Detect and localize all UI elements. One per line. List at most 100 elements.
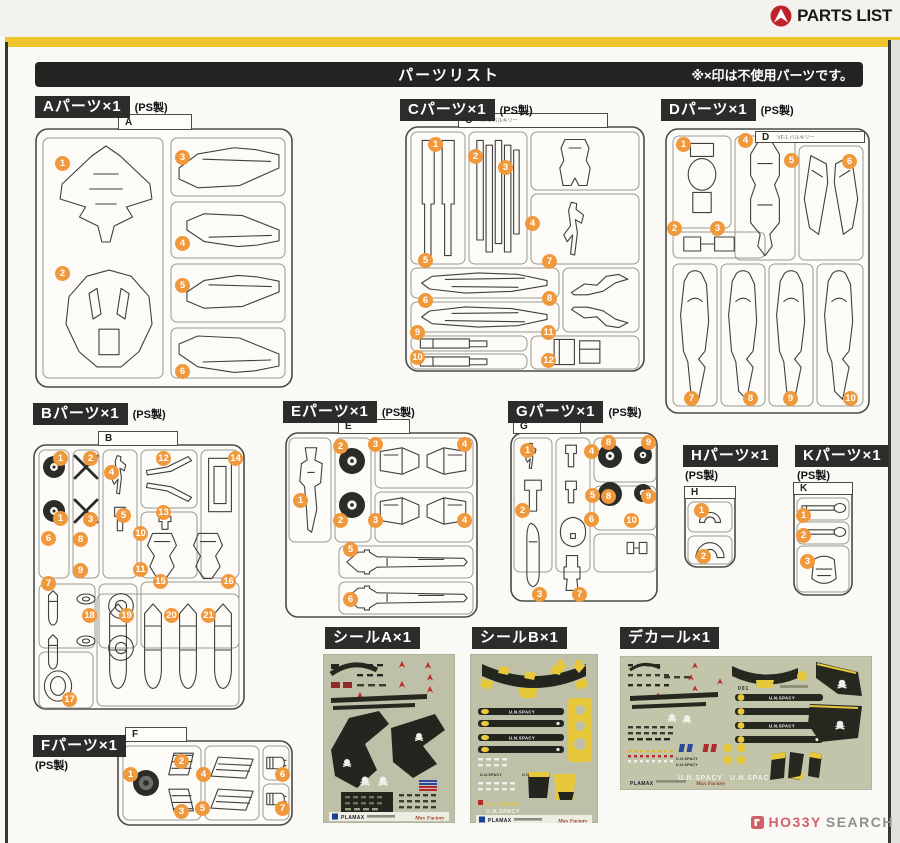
part-shape-slatPara (169, 789, 194, 811)
part-number-badge: 3 (368, 437, 383, 452)
sprue-letter-tab-A: A (118, 114, 192, 130)
section-label-H: Hパーツ×1 (PS製) (683, 445, 778, 482)
sprue-cell (200, 449, 240, 579)
sprue-cell (102, 449, 138, 579)
sprue-cell (798, 145, 864, 261)
part-number-badge: 7 (684, 391, 699, 406)
page-edge-left (5, 42, 8, 843)
part-number-badge: 4 (738, 133, 753, 148)
sheet-label-sealB: シールB×1 (472, 627, 567, 649)
tire-part (598, 444, 622, 468)
part-number-badge: 4 (457, 437, 472, 452)
material-note: (PS製) (381, 407, 415, 419)
part-number-badge: 1 (293, 493, 308, 508)
part-number-badge: 6 (584, 512, 599, 527)
section-title: Fパーツ×1 (33, 735, 126, 757)
part-number-badge: 19 (119, 608, 134, 623)
part-number-badge: 2 (83, 451, 98, 466)
part-number-badge: 8 (743, 391, 758, 406)
part-number-badge: 3 (368, 513, 383, 528)
part-number-badge: 6 (175, 364, 190, 379)
part-shape-frameRect (209, 458, 232, 511)
part-number-badge: 4 (104, 465, 119, 480)
part-number-badge: 5 (195, 801, 210, 816)
part-number-badge: 15 (153, 574, 168, 589)
sprue-cell (374, 437, 474, 489)
part-shape-gunpod (300, 448, 322, 532)
sprue-cell (204, 745, 260, 821)
sprue-cell (38, 651, 94, 709)
unused-parts-note: ※×印は不使用パーツです。 (691, 68, 853, 83)
unspacy-large-text: U.N.SPACY (730, 775, 775, 782)
section-label-G: Gパーツ×1 (PS製) (508, 401, 641, 423)
sprue-letter: G (520, 421, 528, 432)
part-number-badge: 1 (53, 451, 68, 466)
unspacy-strip-text: U.N.SPACY (509, 735, 535, 740)
unspacy-strip-text: U.N.SPACY (509, 709, 535, 714)
top-margin: PARTS LIST (0, 0, 900, 37)
part-number-badge: 20 (164, 608, 179, 623)
part-shape-tankHalf (380, 448, 419, 474)
part-shape-missileFin (347, 550, 467, 574)
part-shape-angPiece (146, 483, 191, 501)
section-title: Bパーツ×1 (33, 403, 128, 425)
part-shape-slatWide (211, 757, 253, 778)
sprue-cell (816, 263, 864, 407)
sprue-cell (530, 131, 640, 191)
unspacy-yellow-text: U.N.SPACY (486, 802, 520, 808)
section-title: Gパーツ×1 (508, 401, 604, 423)
sprue-letter-tab-K: K (793, 482, 853, 495)
part-number-badge: 1 (694, 503, 709, 518)
part-number-badge: 9 (641, 489, 656, 504)
part-shape-slatWide (211, 789, 253, 810)
modex-number-text: 001 (738, 686, 749, 692)
sprue-cell (96, 593, 240, 707)
unspacy-small-text: U.N.SPACY (676, 763, 698, 767)
part-number-badge: 6 (842, 154, 857, 169)
part-shape-helmet (812, 556, 836, 583)
sprue-cell (410, 335, 528, 352)
part-number-badge: 2 (696, 549, 711, 564)
part-shape-missileV (49, 635, 58, 669)
part-shape-hoop (44, 671, 71, 701)
part-number-badge: 8 (73, 532, 88, 547)
material-note: (PS製) (608, 407, 642, 419)
sprue-letter: F (132, 729, 139, 740)
part-number-badge: 11 (133, 562, 148, 577)
section-label-C: Cパーツ×1(PS製) (400, 99, 533, 121)
maxfactory-script-logo: Max Factory (557, 819, 588, 824)
material-note: (PS製) (685, 470, 718, 482)
part-number-badge: 2 (174, 754, 189, 769)
part-shape-jetTop (60, 146, 152, 242)
section-title: Kパーツ×1 (795, 445, 890, 467)
part-number-badge: 4 (584, 444, 599, 459)
disc-part (77, 594, 95, 604)
part-number-badge: 6 (343, 592, 358, 607)
part-number-badge: 11 (541, 325, 556, 340)
sprue-cell (593, 437, 657, 483)
part-shape-legBooster (729, 271, 757, 400)
accent-stripe (5, 37, 900, 47)
part-number-badge: 2 (55, 266, 70, 281)
part-number-badge: 5 (343, 542, 358, 557)
part-shape-boosterH (422, 273, 547, 293)
part-number-badge: 14 (228, 451, 243, 466)
part-number-badge: 13 (156, 505, 171, 520)
part-number-badge: 21 (201, 608, 216, 623)
part-number-badge: 4 (457, 513, 472, 528)
part-number-badge: 1 (53, 511, 68, 526)
section-title: Hパーツ×1 (683, 445, 778, 467)
sprue-cell (530, 335, 640, 370)
part-number-badge: 1 (520, 443, 535, 458)
part-number-badge: 2 (333, 439, 348, 454)
sprue-kit-note: VF-1 バルキリー (480, 118, 518, 124)
part-number-badge: 2 (333, 513, 348, 528)
sprue-letter-tab-B: B (98, 431, 178, 446)
